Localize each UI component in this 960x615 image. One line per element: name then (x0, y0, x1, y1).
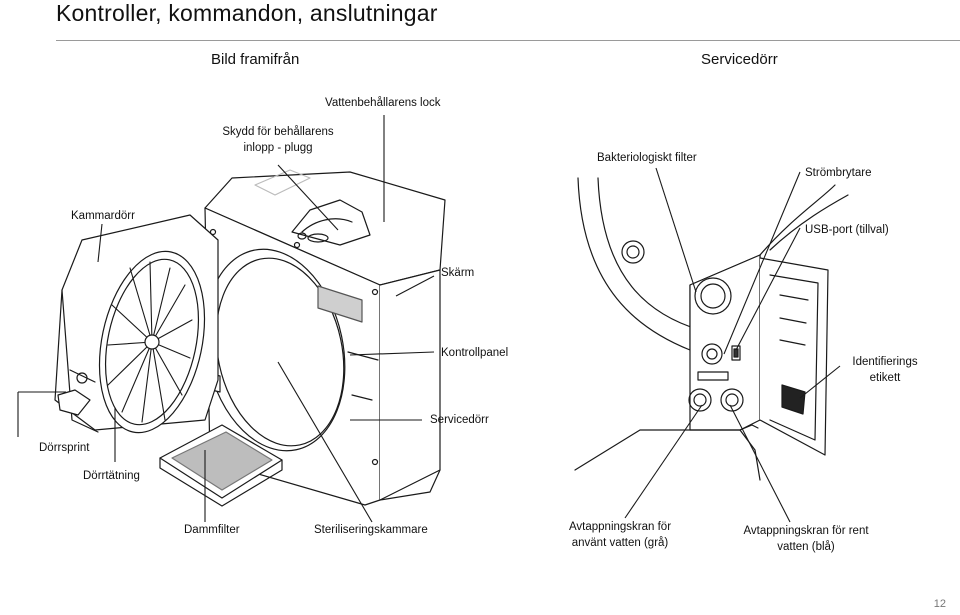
front-view-heading: Bild framifrån (211, 51, 300, 68)
label-control-panel: Kontrollpanel (441, 347, 509, 359)
label-id-tag-line1: Identifierings (852, 356, 918, 368)
label-dust-filter: Dammfilter (184, 524, 240, 536)
label-bacteriological-filter: Bakteriologiskt filter (597, 152, 697, 164)
label-sterilization-chamber: Steriliseringskammare (314, 524, 428, 536)
label-screen: Skärm (441, 267, 475, 279)
page-number: 12 (933, 598, 946, 610)
page-title: Kontroller, kommandon, anslutningar (56, 0, 438, 26)
label-id-tag: Identifierings etikett (840, 354, 930, 386)
label-used-water-drain-line1: Avtappningskran för (568, 521, 672, 533)
label-chamber-door: Kammardörr (71, 210, 135, 222)
label-power-switch: Strömbrytare (805, 167, 872, 179)
title-divider (56, 40, 960, 41)
label-reservoir-inlet-plug: Skydd för behållarens inlopp - plugg (222, 124, 334, 156)
label-door-pin: Dörrsprint (39, 442, 90, 454)
label-clean-water-drain: Avtappningskran för rent vatten (blå) (736, 523, 876, 555)
label-service-door-front: Servicedörr (430, 414, 489, 426)
label-reservoir-inlet-plug-line1: Skydd för behållarens (222, 126, 334, 138)
label-reservoir-inlet-plug-line2: inlopp - plugg (243, 142, 313, 154)
label-clean-water-drain-line1: Avtappningskran för rent (743, 525, 869, 537)
label-door-seal: Dörrtätning (83, 470, 140, 482)
label-usb-port: USB-port (tillval) (805, 224, 889, 236)
label-used-water-drain-line2: använt vatten (grå) (571, 537, 669, 549)
label-water-reservoir-lid: Vattenbehållarens lock (325, 97, 441, 109)
label-used-water-drain: Avtappningskran för använt vatten (grå) (560, 519, 680, 551)
service-door-heading: Servicedörr (701, 51, 778, 68)
label-id-tag-line2: etikett (869, 372, 901, 384)
label-clean-water-drain-line2: vatten (blå) (777, 541, 835, 553)
